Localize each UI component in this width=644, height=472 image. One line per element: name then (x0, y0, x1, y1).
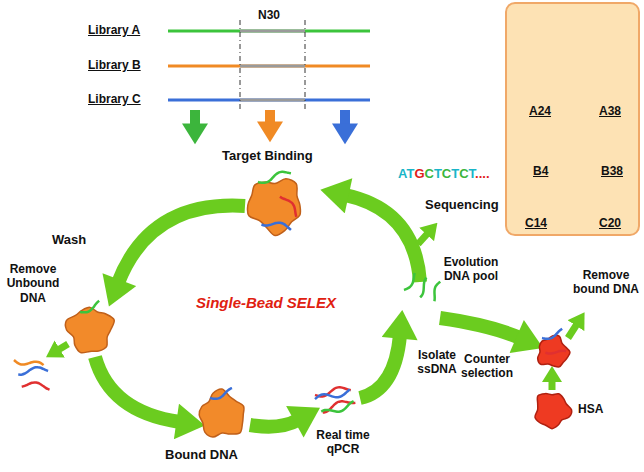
sequence-letter: C (459, 166, 468, 181)
sequence-letter: C (425, 166, 434, 181)
sequence-letter: . (479, 166, 483, 181)
step-label: Remove bound DNA (571, 268, 641, 297)
dna-strand (18, 367, 48, 374)
sequence-letter: T (451, 166, 459, 181)
region-label: N30 (258, 8, 280, 22)
dna-strand (545, 351, 566, 354)
side-arrows (58, 233, 577, 390)
step-label: Real time qPCR (310, 428, 376, 457)
dna-strand (321, 401, 353, 412)
step-label: Target Binding (222, 148, 313, 164)
bead (247, 179, 300, 236)
dna-strand (420, 278, 426, 298)
dna-strand (210, 388, 232, 399)
sequence-text: ATGCTCTCT.... (398, 166, 490, 182)
sequence-letter: T (434, 166, 442, 181)
dna-strand (434, 282, 440, 301)
dna-strand (80, 301, 99, 313)
inset-panel: A24 A38B4 B38C14 C20 (505, 2, 640, 236)
bead (538, 335, 570, 367)
dna-strand (542, 329, 562, 339)
dna-strand (280, 197, 296, 217)
step-label: Isolate ssDNA (412, 348, 462, 377)
cycle-title: Single-Bead SELEX (196, 294, 336, 312)
library-strands (168, 20, 370, 112)
dna-strand (261, 223, 291, 230)
step-label: Remove Unbound DNA (0, 262, 66, 305)
library-name: Library B (88, 58, 141, 72)
step-label: Sequencing (425, 197, 499, 213)
library-arrows (195, 110, 345, 126)
cycle-arrows (95, 195, 520, 427)
aptamer-name: A24 (529, 104, 551, 118)
dna-strand (315, 390, 350, 400)
aptamer-name: B38 (601, 164, 623, 178)
aptamer-name: C14 (525, 216, 547, 230)
sequence-letter: . (475, 166, 479, 181)
aptamer-name: C20 (599, 216, 621, 230)
aptamer-name: B4 (533, 164, 548, 178)
library-name: Library A (88, 23, 140, 37)
dna-strand (14, 360, 44, 365)
aptamer-name: A38 (599, 104, 621, 118)
sequence-letter: C (442, 166, 451, 181)
beads-and-strands (14, 172, 572, 437)
bead (66, 307, 115, 353)
step-label: Counter selection (448, 352, 526, 381)
bead (535, 394, 572, 429)
step-label: Bound DNA (165, 447, 238, 463)
sequence-letter: T (406, 166, 414, 181)
sequence-letter: A (398, 166, 406, 181)
step-label: Evolution DNA pool (438, 255, 504, 284)
sequence-letter: T (469, 166, 476, 181)
sequence-letter: G (414, 166, 424, 181)
dna-strand (404, 273, 415, 290)
protein-label: HSA (578, 402, 603, 416)
library-name: Library C (88, 92, 141, 106)
bead (199, 389, 244, 437)
sequence-letter: . (486, 166, 490, 181)
dna-strand (258, 172, 291, 183)
sequence-letter: . (482, 166, 486, 181)
dna-strand (22, 382, 50, 389)
step-label: Wash (52, 232, 86, 248)
